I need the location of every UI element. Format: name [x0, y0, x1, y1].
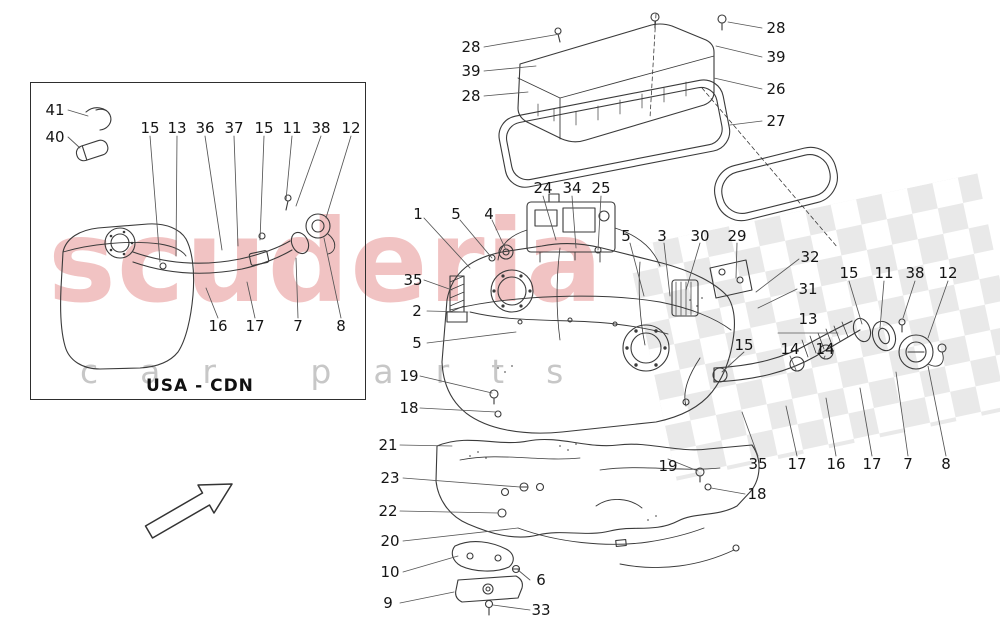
part-callout-12: 12	[938, 264, 958, 282]
part-callout-31: 31	[798, 280, 818, 298]
charcoal-canister	[671, 279, 699, 317]
section-lines	[649, 13, 839, 249]
part-callout-8: 8	[941, 455, 951, 473]
part-callout-9: 9	[383, 594, 393, 612]
part-callout-6: 6	[536, 571, 546, 589]
part-callout-33: 33	[531, 601, 551, 619]
part-callout-4: 4	[484, 205, 494, 223]
tank-cover	[517, 12, 727, 143]
part-callout-29: 29	[727, 227, 747, 245]
part-callout-16: 16	[208, 317, 228, 335]
part-callout-15: 15	[734, 336, 754, 354]
part-callout-8: 8	[336, 317, 346, 335]
part-callout-17: 17	[245, 317, 265, 335]
part-callout-39: 39	[461, 62, 481, 80]
part-callout-1: 1	[413, 205, 423, 223]
heat-shield	[435, 389, 760, 568]
part-callout-11: 11	[282, 119, 302, 137]
part-callout-25: 25	[591, 179, 611, 197]
part-callout-14: 14	[815, 340, 835, 358]
part-callout-5: 5	[451, 205, 461, 223]
direction-arrow	[144, 483, 233, 539]
filler-hose	[682, 320, 861, 407]
part-callout-35: 35	[403, 271, 423, 289]
part-callout-24: 24	[533, 179, 553, 197]
pump-module	[497, 193, 661, 267]
part-callout-15: 15	[254, 119, 274, 137]
part-callout-3: 3	[657, 227, 667, 245]
part-callout-41: 41	[45, 101, 65, 119]
part-callout-21: 21	[378, 436, 398, 454]
part-callout-28: 28	[461, 87, 481, 105]
part-callout-19: 19	[399, 367, 419, 385]
part-callout-28: 28	[461, 38, 481, 56]
part-callout-30: 30	[690, 227, 710, 245]
part-callout-15: 15	[140, 119, 160, 137]
part-callout-15: 15	[839, 264, 859, 282]
canister-bracket	[709, 259, 753, 299]
part-callout-12: 12	[341, 119, 361, 137]
part-callout-37: 37	[224, 119, 244, 137]
part-callout-17: 17	[787, 455, 807, 473]
part-callout-5: 5	[412, 334, 422, 352]
part-callout-13: 13	[798, 310, 818, 328]
part-callout-26: 26	[766, 80, 786, 98]
part-callout-16: 16	[826, 455, 846, 473]
part-callout-17: 17	[862, 455, 882, 473]
part-callout-23: 23	[380, 469, 400, 487]
cover-gasket	[498, 79, 731, 188]
part-callout-10: 10	[380, 563, 400, 581]
part-callout-19: 19	[658, 457, 678, 475]
seal-ring	[714, 146, 838, 222]
part-callout-32: 32	[800, 248, 820, 266]
part-callout-38: 38	[311, 119, 331, 137]
usa-cdn-inset-label: USA - CDN	[146, 376, 254, 396]
part-callout-7: 7	[293, 317, 303, 335]
part-callout-11: 11	[874, 264, 894, 282]
part-callout-5: 5	[621, 227, 631, 245]
part-callout-18: 18	[747, 485, 767, 503]
part-callout-2: 2	[412, 302, 422, 320]
part-callout-18: 18	[399, 399, 419, 417]
part-callout-14: 14	[780, 340, 800, 358]
underbody-brackets	[451, 541, 523, 616]
inset-tank-drawing	[60, 107, 336, 370]
part-callout-39: 39	[766, 48, 786, 66]
part-callout-38: 38	[905, 264, 925, 282]
part-callout-20: 20	[380, 532, 400, 550]
usa-cdn-inset-frame	[30, 82, 366, 400]
leader-lines	[67, 21, 949, 611]
part-callout-22: 22	[378, 502, 398, 520]
part-callout-13: 13	[167, 119, 187, 137]
brand-watermark-subtext: car parts	[80, 352, 606, 391]
fuel-tank	[441, 243, 735, 434]
part-callout-34: 34	[562, 179, 582, 197]
part-callout-27: 27	[766, 112, 786, 130]
filler-cap-assembly	[852, 317, 947, 370]
part-callout-40: 40	[45, 128, 65, 146]
part-callout-7: 7	[903, 455, 913, 473]
part-callout-35: 35	[748, 455, 768, 473]
part-callout-28: 28	[766, 19, 786, 37]
part-callout-36: 36	[195, 119, 215, 137]
